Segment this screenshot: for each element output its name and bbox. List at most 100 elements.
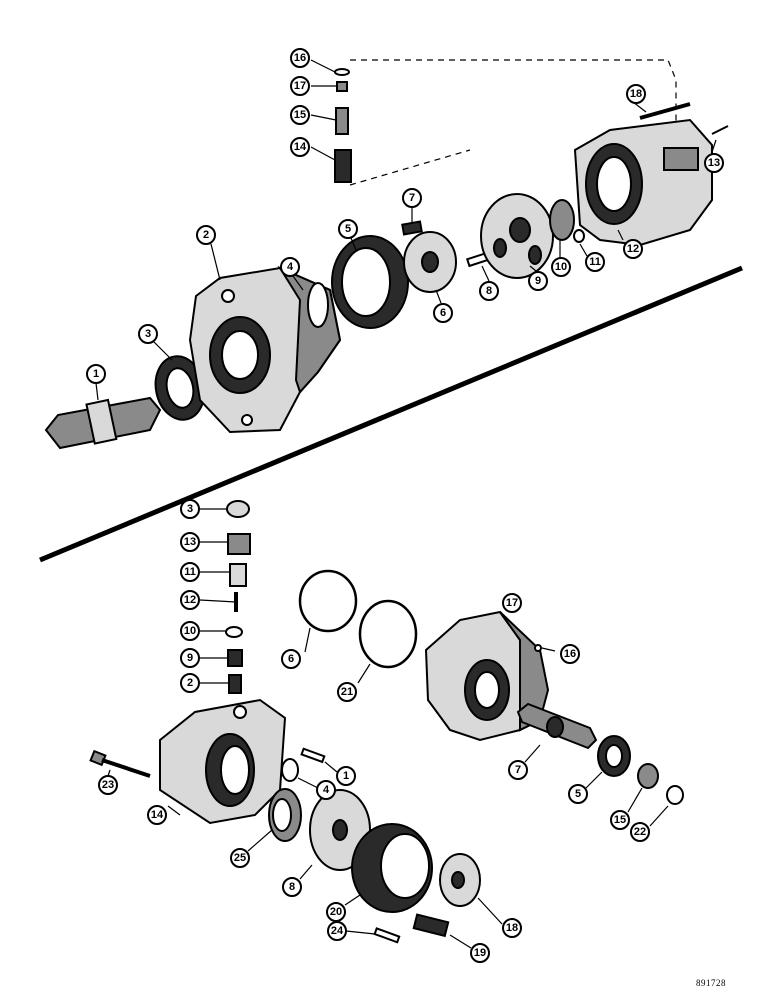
svg-text:5: 5 — [575, 788, 581, 800]
lower-seal — [268, 788, 302, 842]
svg-text:15: 15 — [614, 814, 626, 826]
svg-text:10: 10 — [555, 261, 567, 273]
upper-pressure-plate — [480, 193, 554, 279]
callout-lower-4: 4 — [316, 780, 336, 800]
lower-o-ring — [281, 758, 299, 782]
callout-upper-5: 5 — [338, 219, 358, 239]
lower-front-housing — [424, 610, 550, 742]
lower-rotor — [439, 853, 481, 907]
svg-text:19: 19 — [474, 947, 486, 959]
svg-text:13: 13 — [708, 157, 720, 169]
svg-text:11: 11 — [589, 256, 601, 268]
callout-upper-4: 4 — [280, 257, 300, 277]
callout-upper-2: 2 — [196, 225, 216, 245]
svg-text:8: 8 — [289, 881, 295, 893]
svg-text:15: 15 — [294, 109, 306, 121]
svg-text:12: 12 — [184, 594, 196, 606]
svg-text:10: 10 — [184, 625, 196, 637]
svg-text:16: 16 — [564, 648, 576, 660]
callout-upper-12: 12 — [623, 239, 643, 259]
callout-upper-14: 14 — [290, 137, 310, 157]
lower-small-ring — [534, 644, 542, 652]
lower-dowel-pin — [373, 927, 401, 944]
lower-shaft-seal — [597, 735, 631, 777]
svg-text:8: 8 — [486, 285, 492, 297]
callout-lower-25: 25 — [230, 848, 250, 868]
callout-lower-2: 2 — [180, 673, 200, 693]
svg-text:9: 9 — [187, 652, 193, 664]
callout-lower-22: 22 — [630, 822, 650, 842]
upper-vane — [401, 220, 423, 236]
svg-text:7: 7 — [409, 192, 415, 204]
lower-large-o-ring-6 — [298, 569, 358, 633]
lower-bolt — [89, 749, 151, 778]
callout-lower-14: 14 — [147, 805, 167, 825]
callout-lower-20: 20 — [326, 902, 346, 922]
svg-text:11: 11 — [184, 566, 196, 578]
callout-lower-1: 1 — [336, 766, 356, 786]
lower-roll-pin — [300, 747, 326, 764]
upper-dashed-guide — [349, 59, 677, 186]
callout-lower-8: 8 — [282, 877, 302, 897]
leader-lines — [95, 59, 717, 949]
callout-lower-10: 10 — [180, 621, 200, 641]
upper-rotor — [403, 231, 457, 293]
callout-upper-7: 7 — [402, 188, 422, 208]
lower-bushing — [637, 763, 659, 789]
svg-text:2: 2 — [203, 229, 209, 241]
svg-text:17: 17 — [506, 597, 518, 609]
callout-upper-11: 11 — [585, 252, 605, 272]
callout-lower-15: 15 — [610, 810, 630, 830]
drawing-reference-code: 891728 — [696, 978, 726, 988]
callout-upper-10: 10 — [551, 257, 571, 277]
callout-upper-15: 15 — [290, 105, 310, 125]
svg-text:22: 22 — [634, 826, 646, 838]
callout-lower-5: 5 — [568, 784, 588, 804]
callout-lower-9: 9 — [180, 648, 200, 668]
upper-bolt — [639, 102, 691, 120]
callout-upper-18: 18 — [626, 84, 646, 104]
lower-vane — [412, 913, 450, 938]
svg-text:24: 24 — [331, 925, 344, 937]
callout-lower-12: 12 — [180, 590, 200, 610]
svg-text:3: 3 — [187, 503, 193, 515]
callout-lower-24: 24 — [327, 921, 347, 941]
upper-assembly — [44, 59, 729, 450]
svg-text:14: 14 — [294, 141, 307, 153]
lower-drive-shaft — [516, 702, 598, 750]
callout-upper-8: 8 — [479, 281, 499, 301]
svg-text:5: 5 — [345, 223, 351, 235]
lower-washer — [666, 785, 684, 805]
svg-text:23: 23 — [102, 779, 114, 791]
callout-lower-21: 21 — [337, 682, 357, 702]
svg-text:6: 6 — [288, 653, 294, 665]
svg-text:2: 2 — [187, 677, 193, 689]
lower-cam-ring — [351, 823, 433, 913]
svg-text:1: 1 — [93, 368, 99, 380]
upper-drive-shaft — [44, 396, 162, 450]
lower-valve-stack — [225, 500, 251, 694]
svg-text:16: 16 — [294, 52, 306, 64]
svg-text:20: 20 — [330, 906, 342, 918]
svg-text:18: 18 — [506, 922, 518, 934]
upper-seal-ring — [549, 199, 575, 241]
callout-upper-13: 13 — [704, 153, 724, 173]
svg-text:13: 13 — [184, 536, 196, 548]
callout-upper-16: 16 — [290, 48, 310, 68]
upper-small-o-ring — [573, 229, 585, 243]
svg-text:3: 3 — [145, 328, 151, 340]
callout-upper-1: 1 — [86, 364, 106, 384]
svg-text:12: 12 — [627, 243, 639, 255]
svg-text:9: 9 — [535, 275, 541, 287]
callout-lower-7: 7 — [508, 760, 528, 780]
svg-text:4: 4 — [323, 784, 330, 796]
upper-seal — [154, 355, 206, 421]
callout-lower-17: 17 — [502, 593, 522, 613]
svg-text:6: 6 — [440, 307, 446, 319]
svg-text:1: 1 — [343, 770, 349, 782]
upper-o-ring — [307, 282, 329, 328]
callout-lower-23: 23 — [98, 775, 118, 795]
assembly-divider-line — [39, 265, 743, 563]
callout-upper-9: 9 — [528, 271, 548, 291]
